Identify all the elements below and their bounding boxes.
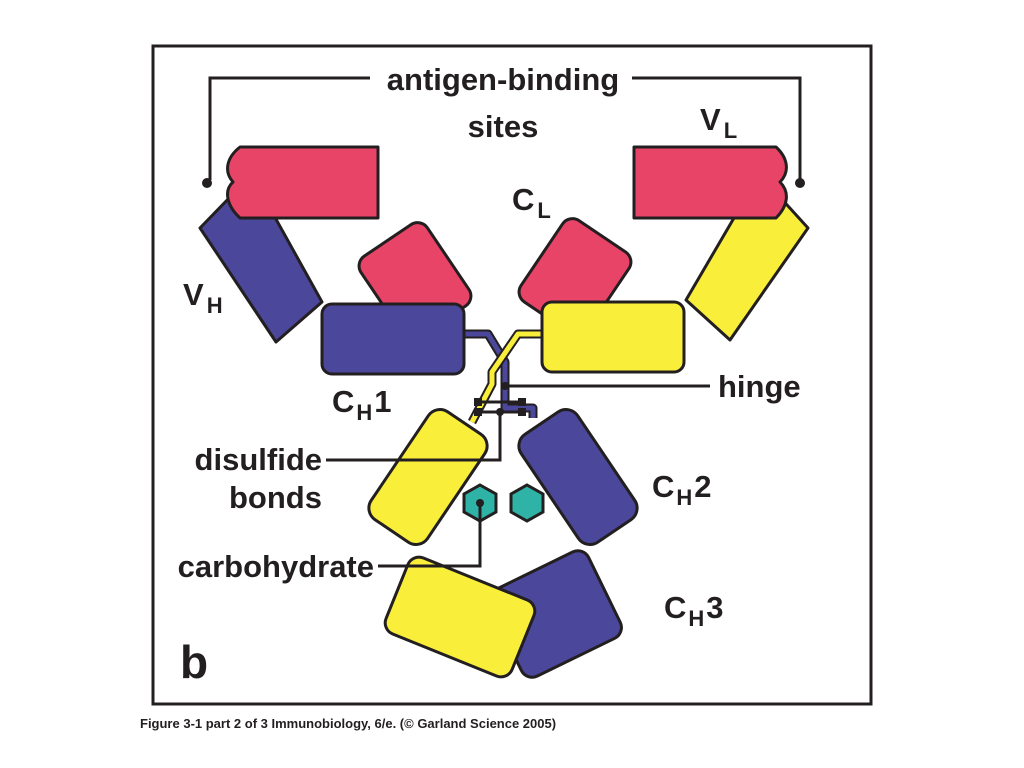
ch1-right-domain	[540, 300, 686, 374]
vl-left-domain	[226, 145, 380, 220]
ch2-domain	[517, 408, 639, 546]
ch2-left-domain	[367, 408, 489, 546]
figure-caption: Figure 3-1 part 2 of 3 Immunobiology, 6/…	[140, 716, 557, 731]
antigen-binding-label-line1: antigen-binding	[387, 62, 619, 97]
antigen-binding-bracket	[208, 76, 802, 180]
disulfide-bonds-label-line1: disulfide	[195, 442, 322, 477]
carbohydrate-right	[509, 483, 545, 523]
carbohydrate-leader-dot	[476, 499, 484, 507]
ch2-label: CH2	[652, 469, 712, 510]
hinge-leader-dot	[501, 382, 509, 390]
hinge-label: hinge	[718, 369, 801, 404]
disulfide-bonds-label-line2: bonds	[229, 480, 322, 515]
second-heavy-chain-hinge-fill	[469, 331, 542, 424]
ch1-left-domain	[320, 302, 466, 376]
carbohydrate-label: carbohydrate	[178, 549, 374, 584]
ch3-left-domain	[383, 555, 537, 679]
antigen-binding-site-right-marker	[795, 178, 805, 188]
panel-letter: b	[180, 636, 208, 688]
vl-domain	[632, 145, 788, 220]
antigen-binding-site-left-marker	[202, 178, 212, 188]
disulfide-leader	[326, 412, 502, 462]
ch1-label: CH1	[332, 384, 392, 425]
ch3-label: CH3	[664, 590, 724, 631]
disulfide-leader-dot	[496, 408, 504, 416]
leader-lines	[326, 384, 710, 568]
carbohydrate-leader	[378, 503, 482, 568]
antigen-binding-label-line2: sites	[468, 109, 539, 144]
